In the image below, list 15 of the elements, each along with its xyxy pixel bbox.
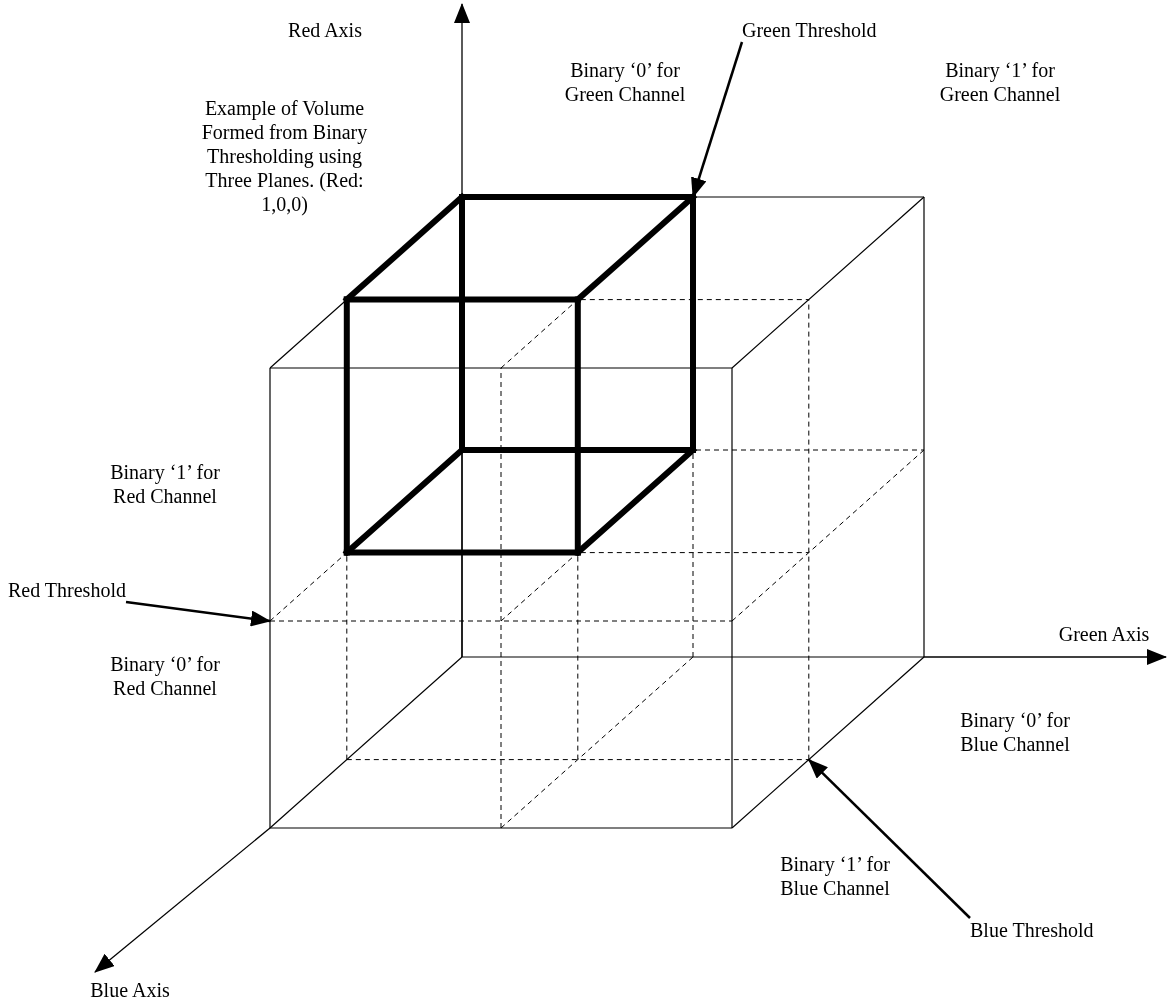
- leader-arrow: [125, 600, 271, 627]
- leader-arrow: [807, 758, 971, 919]
- region-label: Binary ‘1’ for Blue Channel: [779, 852, 891, 900]
- region-label: Binary ‘0’ for Green Channel: [563, 58, 687, 106]
- axis-label: Green Axis: [1057, 622, 1151, 646]
- region-label: Binary ‘0’ for Blue Channel: [959, 708, 1071, 756]
- axis-label: Red Axis: [287, 18, 363, 42]
- callout-label: Green Threshold: [742, 18, 877, 42]
- axis-label: Blue Axis: [89, 978, 171, 1002]
- region-label: Binary ‘1’ for Red Channel: [109, 460, 221, 508]
- region-label: Binary ‘0’ for Red Channel: [109, 652, 221, 700]
- callout-label: Red Threshold: [8, 578, 126, 602]
- region-label: Binary ‘1’ for Green Channel: [938, 58, 1062, 106]
- callout-label: Blue Threshold: [970, 918, 1094, 942]
- annotation-text: Example of Volume Formed from Binary Thresholding using Three Planes. (Red: 1,0,0): [200, 96, 369, 216]
